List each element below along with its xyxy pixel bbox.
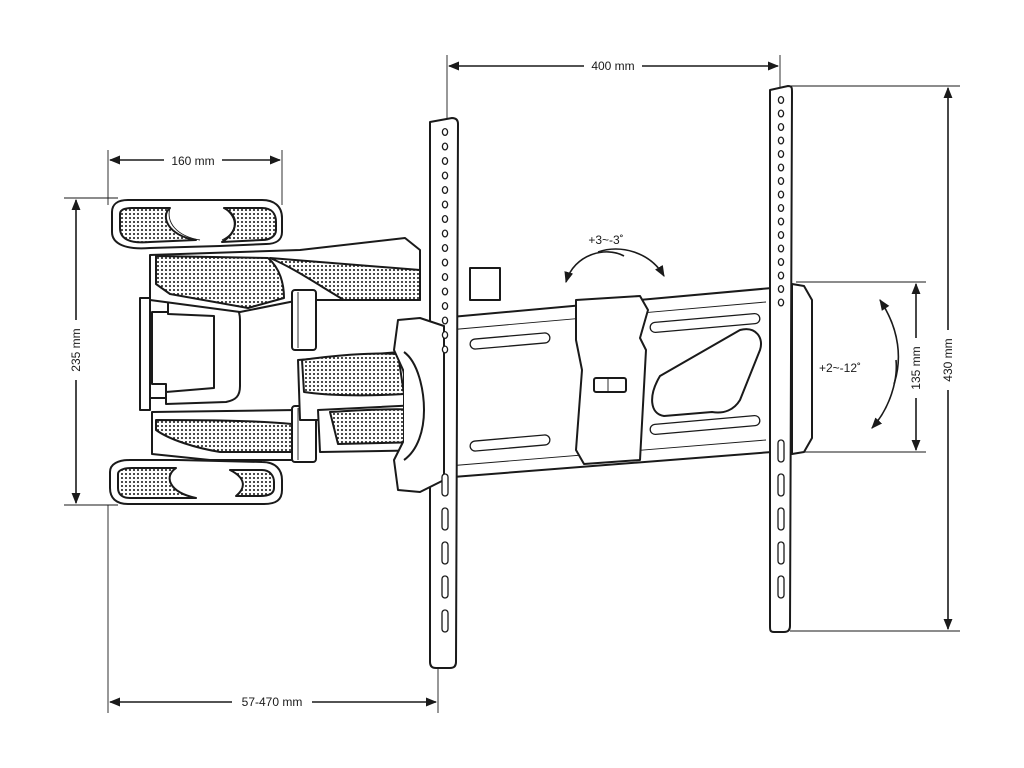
left-vertical-bracket	[393, 117, 459, 669]
wall-plate	[109, 199, 283, 505]
bracket-hole	[777, 284, 785, 294]
left-bracket-holes	[441, 127, 449, 633]
bracket-hole	[441, 345, 449, 354]
bracket-slot	[777, 541, 785, 565]
bracket-hole	[777, 271, 785, 280]
bracket-slot	[777, 473, 785, 497]
tilt-arrow	[871, 299, 900, 429]
bracket-hole	[441, 229, 449, 238]
bracket-hole	[441, 272, 449, 282]
bracket-hole	[441, 301, 449, 311]
dimension-labels: 400 mm 160 mm 235 mm 57-470 mm 135 mm 43…	[67, 57, 957, 710]
bracket-hole	[777, 203, 785, 213]
bracket-slot	[441, 473, 449, 497]
bracket-hole	[777, 244, 785, 253]
bracket-hole	[777, 190, 785, 199]
bracket-hole	[777, 217, 785, 226]
bracket-hole	[441, 287, 449, 296]
swivel-angle-label: +3~-3˚	[588, 233, 623, 247]
bracket-hole	[441, 243, 449, 253]
right-bracket-holes	[777, 95, 785, 599]
bracket-hole	[777, 176, 785, 186]
right-vertical-bracket	[769, 85, 813, 633]
bracket-hole	[441, 330, 449, 340]
bracket-hole	[777, 149, 785, 159]
bracket-hole	[777, 109, 785, 118]
bracket-slot	[441, 507, 449, 531]
bracket-slot	[441, 609, 449, 633]
bracket-hole	[777, 136, 785, 145]
bracket-hole	[441, 214, 449, 224]
bracket-hole	[441, 142, 449, 151]
arm-width-label: 160 mm	[171, 154, 214, 168]
bracket-slot	[777, 507, 785, 531]
bracket-slot	[441, 575, 449, 599]
width-400-label: 400 mm	[591, 59, 634, 73]
bracket-hole	[441, 258, 449, 267]
tilt-angle-label: +2~-12˚	[819, 361, 861, 375]
bracket-hole	[441, 185, 449, 195]
bracket-hole	[777, 230, 785, 240]
bracket-hole	[441, 171, 449, 180]
bracket-hole	[441, 156, 449, 166]
bracket-height-label: 430 mm	[941, 338, 955, 381]
bracket-hole	[777, 95, 785, 105]
bracket-hole	[777, 298, 785, 307]
bracket-hole	[777, 257, 785, 267]
bracket-slot	[777, 575, 785, 599]
bracket-hole	[777, 122, 785, 132]
bracket-hole	[441, 127, 449, 137]
bracket-slot	[777, 439, 785, 463]
bracket-slot	[441, 541, 449, 565]
bracket-hole	[441, 200, 449, 209]
extension-label: 57-470 mm	[242, 695, 303, 709]
bracket-hole	[777, 163, 785, 172]
horizontal-rail	[439, 287, 773, 479]
hole-spacing-label: 135 mm	[909, 346, 923, 389]
bracket-hole	[441, 316, 449, 325]
wall-height-label: 235 mm	[69, 328, 83, 371]
swivel-arrow	[564, 248, 665, 284]
